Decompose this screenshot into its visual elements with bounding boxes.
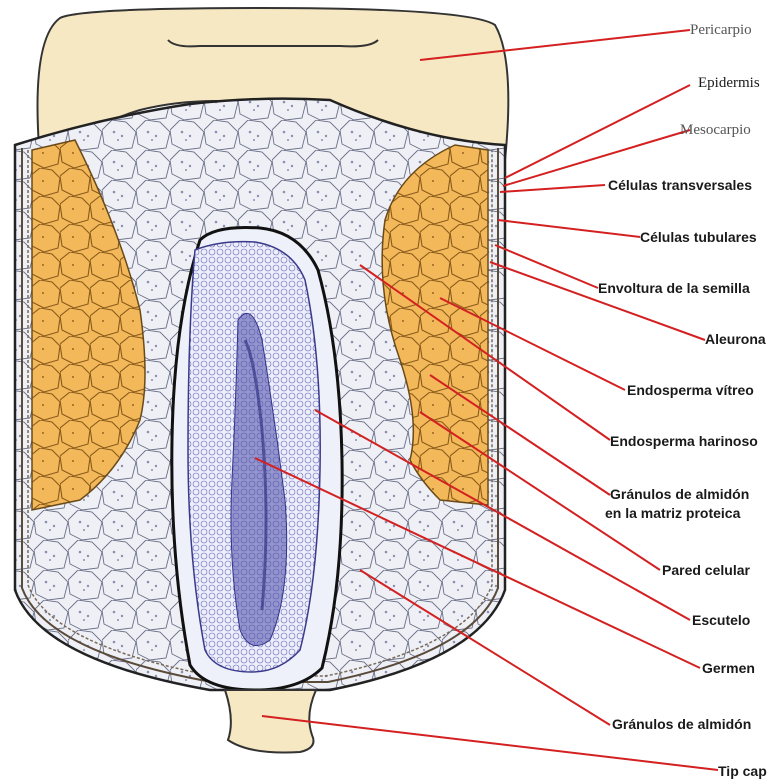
leader-epidermis [505,85,690,178]
label-celulas-tubulares: Células tubulares [640,229,757,246]
label-granulos-matriz-line2: en la matriz proteica [605,505,740,522]
label-epidermis: Epidermis [698,75,760,92]
label-escutelo: Escutelo [692,612,750,629]
label-granulos-matriz-line1: Gránulos de almidón [610,486,749,503]
label-germen: Germen [702,660,755,677]
label-endosperma-harinoso: Endosperma harinoso [610,433,758,450]
label-pared-celular: Pared celular [662,562,750,579]
leader-celulas-tubulares [498,220,640,237]
label-mesocarpio: Mesocarpio [680,122,751,139]
label-envoltura: Envoltura de la semilla [598,280,750,297]
label-endosperma-vitreo: Endosperma vítreo [627,382,754,399]
leader-celulas-transversales [500,185,605,192]
leader-aleurona [490,262,705,340]
label-celulas-transversales: Células transversales [608,177,752,194]
label-tip-cap: Tip cap [718,763,767,780]
label-aleurona: Aleurona [705,331,766,348]
label-granulos-almidon: Gránulos de almidón [612,716,751,733]
label-pericarpio: Pericarpio [690,22,752,39]
